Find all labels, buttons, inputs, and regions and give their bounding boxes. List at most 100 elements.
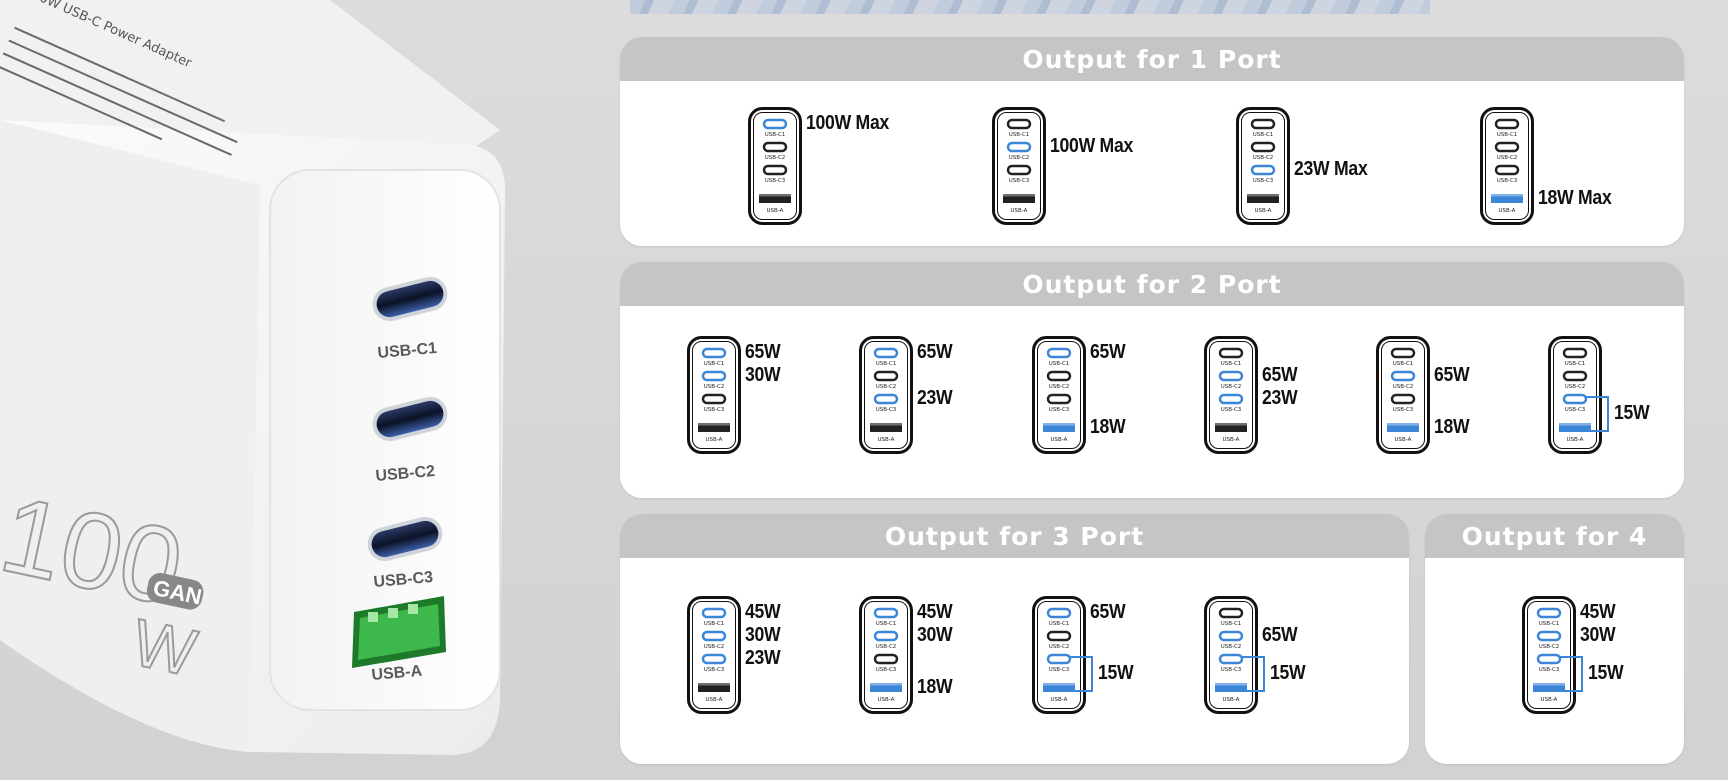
charger-label-usb-c1: USB-C1 bbox=[377, 340, 438, 362]
port-label: USB-A bbox=[767, 208, 784, 214]
usb-c2-port-glyph bbox=[1562, 370, 1588, 382]
charger-port-usb-c1 bbox=[372, 276, 448, 322]
port-label: USB-A bbox=[1051, 437, 1068, 443]
port-label: USB-C1 bbox=[1009, 132, 1030, 138]
port-label: USB-C3 bbox=[1497, 178, 1518, 184]
usb-c3-port-glyph bbox=[1046, 393, 1072, 405]
port-label: USB-C1 bbox=[1221, 361, 1242, 367]
usb-c3-port-glyph bbox=[1046, 653, 1072, 665]
usb-c1-port-glyph bbox=[1250, 118, 1276, 130]
usb-c1-port-glyph bbox=[1218, 607, 1244, 619]
panel-title: Output for 3 Port bbox=[620, 514, 1409, 558]
port-label: USB-C1 bbox=[765, 132, 786, 138]
wattage-label: 30W bbox=[745, 624, 781, 646]
wattage-label: 23W bbox=[917, 387, 953, 409]
wattage-label: 65W bbox=[1090, 601, 1126, 623]
port-label: USB-C1 bbox=[704, 621, 725, 627]
usb-c2-port-glyph bbox=[701, 370, 727, 382]
port-label: USB-C3 bbox=[876, 407, 897, 413]
port-label: USB-A bbox=[706, 437, 723, 443]
wattage-label: 65W bbox=[1262, 364, 1298, 386]
port-label: USB-A bbox=[1567, 437, 1584, 443]
port-label: USB-C1 bbox=[876, 621, 897, 627]
wattage-label: 23W bbox=[1262, 387, 1298, 409]
wattage-label: 45W bbox=[745, 601, 781, 623]
usb-c3-port-glyph bbox=[1218, 653, 1244, 665]
wattage-label: 65W bbox=[1090, 341, 1126, 363]
wattage-label: 23W Max bbox=[1294, 158, 1368, 180]
port-label: USB-C3 bbox=[1009, 178, 1030, 184]
port-label: USB-C1 bbox=[1253, 132, 1274, 138]
usb-c1-port-glyph bbox=[1046, 347, 1072, 359]
usb-a-port-glyph bbox=[1559, 423, 1591, 432]
panel-title: Output for 2 Port bbox=[620, 262, 1684, 306]
usb-c1-port-glyph bbox=[873, 607, 899, 619]
port-label: USB-C1 bbox=[1565, 361, 1586, 367]
wattage-label: 65W bbox=[1262, 624, 1298, 646]
wattage-label: 18W bbox=[1090, 416, 1126, 438]
wattage-label: 18W Max bbox=[1538, 187, 1612, 209]
wattage-label: 15W bbox=[1270, 661, 1306, 684]
usb-a-port-glyph bbox=[1533, 683, 1565, 692]
usb-a-port-glyph bbox=[1215, 423, 1247, 432]
usb-a-port-glyph bbox=[1043, 683, 1075, 692]
port-label: USB-A bbox=[1051, 697, 1068, 703]
port-label: USB-A bbox=[1223, 697, 1240, 703]
shared-power-bracket bbox=[1586, 396, 1609, 432]
decorative-banner-strip bbox=[630, 0, 1430, 14]
port-label: USB-C1 bbox=[704, 361, 725, 367]
usb-c1-port-glyph bbox=[873, 347, 899, 359]
port-label: USB-C3 bbox=[1253, 178, 1274, 184]
usb-a-port-glyph bbox=[1387, 423, 1419, 432]
port-label: USB-A bbox=[878, 697, 895, 703]
port-label: USB-C3 bbox=[1049, 667, 1070, 673]
usb-c2-port-glyph bbox=[1218, 630, 1244, 642]
port-label: USB-C2 bbox=[876, 644, 897, 650]
charger-port-usb-a bbox=[352, 596, 446, 668]
usb-c2-port-glyph bbox=[1250, 141, 1276, 153]
port-label: USB-C2 bbox=[765, 155, 786, 161]
usb-a-port-glyph bbox=[1247, 194, 1279, 203]
usb-a-port-glyph bbox=[1491, 194, 1523, 203]
usb-c3-port-glyph bbox=[1536, 653, 1562, 665]
usb-c1-port-glyph bbox=[1536, 607, 1562, 619]
port-label: USB-C3 bbox=[704, 407, 725, 413]
usb-c2-port-glyph bbox=[1494, 141, 1520, 153]
port-label: USB-C2 bbox=[1539, 644, 1560, 650]
port-label: USB-C2 bbox=[1049, 384, 1070, 390]
usb-c2-port-glyph bbox=[1046, 630, 1072, 642]
port-label: USB-A bbox=[878, 437, 895, 443]
port-label: USB-C3 bbox=[1049, 407, 1070, 413]
port-label: USB-A bbox=[1223, 437, 1240, 443]
port-label: USB-C2 bbox=[876, 384, 897, 390]
port-label: USB-C2 bbox=[1221, 384, 1242, 390]
usb-c1-port-glyph bbox=[1006, 118, 1032, 130]
port-label: USB-C2 bbox=[1009, 155, 1030, 161]
charger-label-usb-a: USB-A bbox=[371, 663, 423, 684]
charger-port-usb-c2 bbox=[372, 396, 448, 442]
wattage-label: 15W bbox=[1614, 401, 1650, 424]
wattage-label: 30W bbox=[745, 364, 781, 386]
port-label: USB-A bbox=[1011, 208, 1028, 214]
usb-c1-port-glyph bbox=[1218, 347, 1244, 359]
usb-c3-port-glyph bbox=[1562, 393, 1588, 405]
